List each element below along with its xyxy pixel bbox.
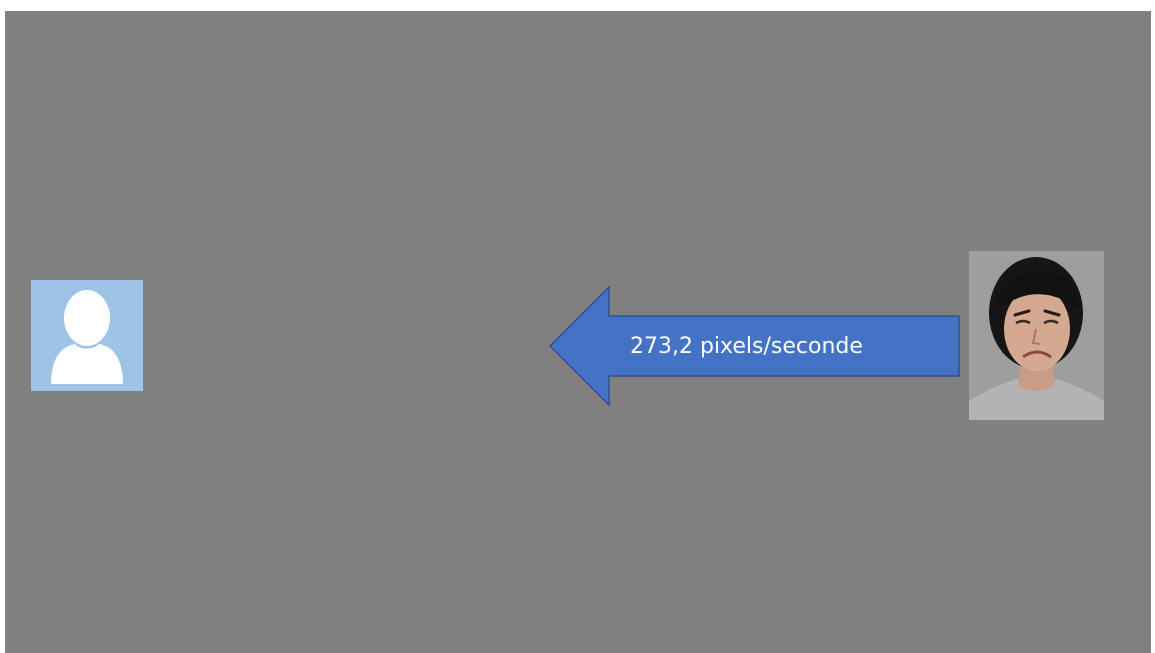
left-arrow-shape: [549, 286, 961, 406]
face-photo-icon: [969, 251, 1104, 420]
speed-label: 273,2 pixels/seconde: [630, 334, 863, 359]
user-avatar-icon: [31, 280, 143, 391]
